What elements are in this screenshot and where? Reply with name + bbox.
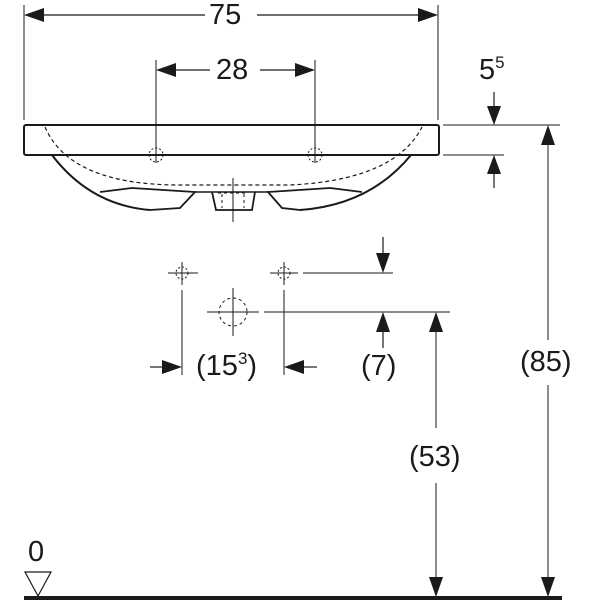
paren-close: ) [247, 350, 258, 382]
rim-thickness-base: 5 [479, 54, 496, 86]
rim-thickness-label: 55 [479, 53, 505, 86]
floor-reference-label: 0 [28, 536, 45, 568]
drain-spacing-sup: 3 [237, 349, 248, 368]
paren-open: ( [196, 350, 206, 382]
tap-spacing-label: 28 [216, 54, 249, 86]
drain-spacing-base: 15 [205, 350, 238, 382]
rim-height-label: (85) [520, 346, 572, 378]
drain-spacing-label: (153) [196, 349, 258, 382]
drain-offset-label: (7) [361, 350, 397, 382]
drain-height-label: (53) [409, 441, 461, 473]
rim-thickness-sup: 5 [495, 53, 505, 72]
overall-width-label: 75 [209, 0, 242, 31]
